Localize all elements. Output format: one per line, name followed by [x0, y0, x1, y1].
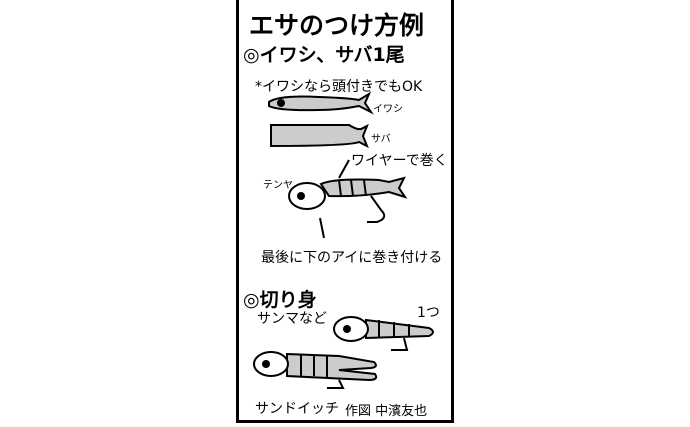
illustrations — [253, 91, 434, 389]
sandwich-tenya-drawing — [253, 351, 378, 389]
sardine-drawing — [268, 91, 374, 115]
section1-heading: ◎イワシ、サバ1尾 — [243, 44, 405, 66]
label-sardine: イワシ — [373, 104, 403, 115]
label-wire: ワイヤーで巻く — [351, 153, 448, 169]
mackerel-drawing — [270, 123, 369, 149]
note: *イワシなら頭付きでもOK — [255, 79, 423, 95]
label-mackerel: サバ — [371, 134, 391, 145]
label-tenya: テンヤ — [263, 180, 293, 191]
label-eye: 最後に下のアイに巻き付ける — [261, 250, 443, 266]
fillet-tenya-drawing — [333, 316, 434, 351]
title: エサのつけ方例 — [249, 11, 425, 40]
label-sandwich: サンドイッチ — [255, 401, 339, 417]
credit: 作図 中濱友也 — [345, 404, 428, 419]
diagram-panel: エサのつけ方例 ◎イワシ、サバ1尾 *イワシなら頭付きでもOK イワシ サバ ワ… — [236, 0, 454, 423]
label-one: 1つ — [417, 305, 440, 321]
label-sanma: サンマなど — [257, 311, 327, 327]
section2-heading: ◎切り身 — [243, 289, 317, 311]
tenya-with-fish-drawing — [288, 159, 408, 239]
